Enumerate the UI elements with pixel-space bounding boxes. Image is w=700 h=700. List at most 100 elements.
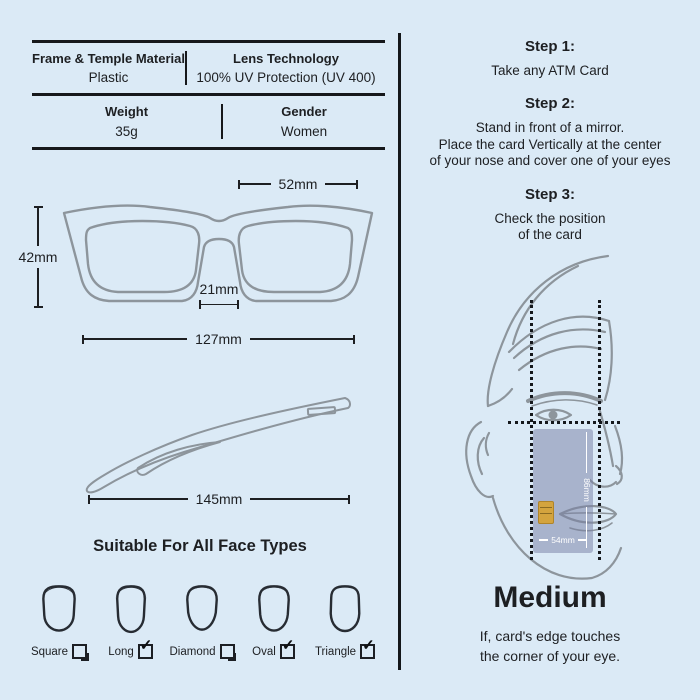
dotted-guide-left xyxy=(530,300,533,560)
face-type-label: Triangle xyxy=(314,645,357,658)
spec-table: Frame & Temple Material Plastic Lens Tec… xyxy=(32,40,385,150)
square-checkbox xyxy=(72,644,89,661)
face-type-triangle: Triangle ✓ xyxy=(312,580,378,659)
card-height-dimension: 86mm xyxy=(581,432,592,548)
step-3: Step 3: Check the position of the card xyxy=(404,186,696,244)
right-lens-outline xyxy=(237,219,354,294)
table-divider xyxy=(221,104,223,139)
face-type-label: Oval xyxy=(252,645,276,658)
section-divider xyxy=(398,33,401,670)
face-type-oval: Oval ✓ xyxy=(241,580,307,659)
triangle-face-icon xyxy=(329,585,361,633)
left-lens-outline xyxy=(84,219,201,294)
oval-checkbox: ✓ xyxy=(279,638,295,659)
spec-cell-gender: Gender Women xyxy=(223,102,385,140)
frame-width-label: 127mm xyxy=(195,331,242,347)
eye-outline xyxy=(534,408,573,422)
ear-inner xyxy=(476,436,486,476)
temple-inner-arm xyxy=(136,441,221,476)
nose-bridge xyxy=(597,406,615,468)
step-1-line: Take any ATM Card xyxy=(491,63,609,78)
temple-outline xyxy=(85,397,351,494)
step-2-line: Stand in front of a mirror. xyxy=(475,120,625,136)
dimension-temple-length: 145mm xyxy=(88,491,350,507)
spec-value-weight: 35g xyxy=(115,123,138,139)
step-2: Step 2: Stand in front of a mirror. Plac… xyxy=(404,95,696,169)
card-width-label: 54mm xyxy=(551,535,575,545)
temple-length-label: 145mm xyxy=(195,491,243,507)
step-2-line: Place the card Vertically at the center xyxy=(438,136,662,152)
diamond-face-icon xyxy=(186,585,218,631)
step-3-line: of the card xyxy=(518,227,582,243)
lens-height-label: 42mm xyxy=(18,249,58,265)
eyebrow-underline xyxy=(531,399,598,407)
iris xyxy=(548,410,558,420)
ear-outline xyxy=(465,420,495,499)
dotted-guide-right xyxy=(598,300,601,560)
spec-value-material: Plastic xyxy=(88,70,129,86)
spec-value-lens: 100% UV Protection (UV 400) xyxy=(196,70,376,86)
spec-value-gender: Women xyxy=(280,123,328,139)
dimension-frame-width: 127mm xyxy=(82,331,355,347)
ear-inner xyxy=(484,431,491,457)
nose-tip xyxy=(588,478,618,488)
square-face-icon xyxy=(42,585,76,632)
card-chip xyxy=(538,501,554,524)
card-width-dimension: 54mm xyxy=(533,535,593,545)
note-line: the corner of your eye. xyxy=(479,648,621,665)
spec-label-lens: Lens Technology xyxy=(233,51,339,66)
dotted-guide-eye-level xyxy=(508,421,620,424)
spec-row-1: Frame & Temple Material Plastic Lens Tec… xyxy=(32,43,385,97)
hair-strand xyxy=(517,345,603,372)
step-3-line: Check the position xyxy=(494,210,606,226)
table-divider xyxy=(185,51,187,86)
hair-strand xyxy=(512,328,607,360)
face-type-long: Long ✓ xyxy=(98,580,164,659)
triangle-checkbox: ✓ xyxy=(360,638,376,659)
step-1-title: Step 1: xyxy=(524,38,575,55)
dimension-lens-height: 42mm xyxy=(16,206,60,308)
oval-face-icon xyxy=(257,585,290,632)
forehead-edge xyxy=(603,319,613,402)
face-types-row: Square Long ✓ Diamond xyxy=(26,580,378,661)
face-type-label: Square xyxy=(30,645,69,658)
steps-panel: Step 1: Take any ATM Card Step 2: Stand … xyxy=(404,38,696,260)
spec-cell-lens: Lens Technology 100% UV Protection (UV 4… xyxy=(187,49,385,87)
face-measurement-figure: 86mm 54mm xyxy=(462,250,690,600)
face-types-title: Suitable For All Face Types xyxy=(93,537,307,555)
dimension-lens-width: 52mm xyxy=(238,176,358,192)
temple-hinge-detail xyxy=(306,406,337,416)
lens-width-label: 52mm xyxy=(278,176,318,192)
size-result: Medium xyxy=(493,581,607,614)
atm-card-overlay: 86mm 54mm xyxy=(533,429,593,553)
face-type-label: Diamond xyxy=(169,645,216,658)
spec-row-2: Weight 35g Gender Women xyxy=(32,96,385,150)
temple-arm-diagram xyxy=(85,397,351,494)
spec-cell-weight: Weight 35g xyxy=(32,102,221,140)
spec-label-weight: Weight xyxy=(104,104,149,120)
hair-outline xyxy=(486,254,610,408)
nose-wing xyxy=(614,464,623,486)
cheek-contour xyxy=(613,424,624,476)
glasses-front-diagram xyxy=(62,204,374,303)
step-2-title: Step 2: xyxy=(524,95,575,113)
frame-outline xyxy=(62,204,374,303)
spec-label-material: Frame & Temple Material xyxy=(32,51,185,66)
jaw-chin xyxy=(491,496,623,580)
step-3-title: Step 3: xyxy=(524,185,575,203)
face-type-label: Long xyxy=(108,645,134,658)
face-sketch xyxy=(465,254,624,580)
hair-strand xyxy=(511,264,580,346)
long-checkbox: ✓ xyxy=(137,638,153,659)
face-type-diamond: Diamond xyxy=(169,580,237,661)
diamond-checkbox xyxy=(219,644,237,661)
eyebrow xyxy=(526,391,603,403)
spec-label-gender: Gender xyxy=(281,104,327,120)
sideburn xyxy=(486,387,514,408)
long-face-icon xyxy=(114,585,147,634)
dimension-bridge xyxy=(199,300,239,309)
note-line: If, card's edge touches xyxy=(479,628,621,644)
face-type-square: Square xyxy=(26,580,92,661)
spec-cell-material: Frame & Temple Material Plastic xyxy=(32,49,185,87)
